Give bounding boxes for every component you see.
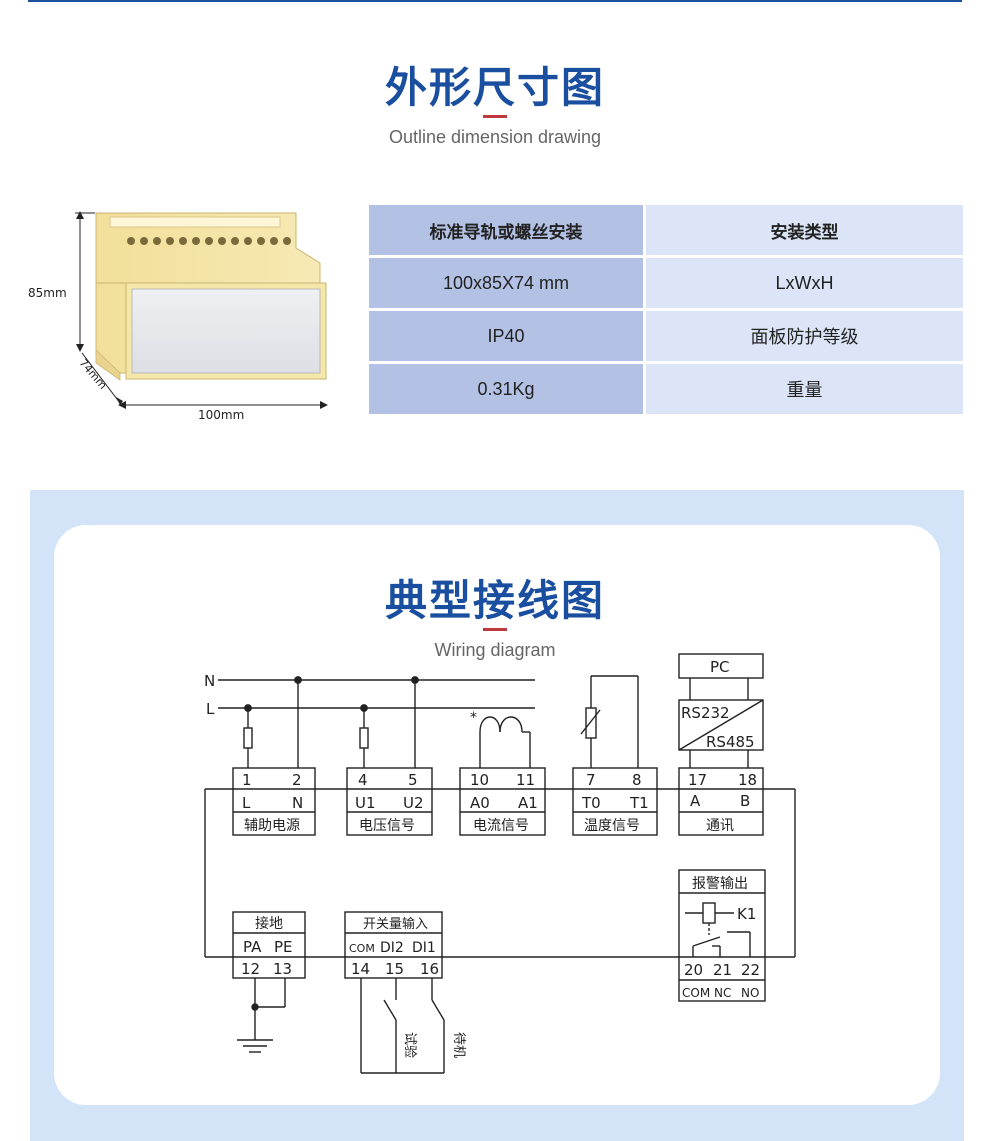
terminal-name: A1 [518,794,538,812]
outline-title: 外形尺寸图 [384,63,605,112]
outline-subtitle: Outline dimension drawing [388,127,602,147]
ct-polarity-mark: * [470,710,477,726]
standby-switch-label: 待机 [451,1032,466,1058]
spec-header-row: 标准导轨或螺丝安装 安装类型 [369,205,963,255]
terminal-name: DI1 [412,940,436,956]
terminal-number: 14 [351,960,370,978]
terminal-number: 17 [688,771,707,789]
spec-value: IP40 [369,311,643,361]
spec-row: IP40 面板防护等级 [369,311,963,361]
terminal-name: PE [274,938,293,956]
terminal-number: 21 [713,961,732,979]
terminal-number: 8 [632,771,642,789]
terminal-number: 5 [408,771,418,789]
dim-width: 100mm [198,408,244,422]
terminal-number: 16 [420,960,439,978]
terminal-number: 18 [738,771,757,789]
terminal-number: 4 [358,771,368,789]
group-label: 通讯 [706,818,734,834]
switch-input-label: 开关量输入 [363,916,428,932]
terminal-number: 15 [385,960,404,978]
terminal-name: L [242,794,251,812]
live-line-label: L [206,700,215,718]
terminal-name: A0 [470,794,490,812]
terminal-number: 2 [292,771,302,789]
terminal-name: DI2 [380,940,404,956]
spec-value: 0.31Kg [369,364,643,414]
ground-label: 接地 [255,915,283,932]
spec-header-col1: 标准导轨或螺丝安装 [369,205,643,255]
wiring-title: 典型接线图 [384,576,605,625]
terminal-name: B [740,792,750,810]
terminal-number: 12 [241,960,260,978]
pc-label: PC [710,658,730,676]
terminal-name: T1 [629,794,649,812]
title-accent-bar [483,115,507,118]
group-label: 温度信号 [584,818,640,834]
terminal-name: NC [714,986,731,1000]
spec-key: 重量 [646,364,963,414]
spec-key: LxWxH [646,258,963,308]
spec-value: 100x85X74 mm [369,258,643,308]
terminal-name: N [292,794,303,812]
group-label: 电压信号 [359,818,415,834]
terminal-name: U1 [355,794,376,812]
group-label: 辅助电源 [244,818,300,834]
spec-row: 100x85X74 mm LxWxH [369,258,963,308]
group-label: 电流信号 [473,818,529,834]
title-accent-bar [483,628,507,631]
wiring-subtitle: Wiring diagram [434,640,556,660]
rs485-label: RS485 [706,733,755,751]
test-switch-label: 试验 [402,1032,418,1058]
spec-key: 面板防护等级 [646,311,963,361]
terminal-number: 1 [242,771,252,789]
terminal-name: COM [349,942,375,955]
terminal-name: NO [741,986,759,1000]
alarm-output-label: 报警输出 [692,876,748,892]
device-outline-drawing: 85mm 74mm 100mm [28,211,328,422]
terminal-number: 13 [273,960,292,978]
spec-header-col2: 安装类型 [646,205,963,255]
terminal-name: T0 [581,794,601,812]
terminal-number: 11 [516,771,535,789]
spec-table: 标准导轨或螺丝安装 安装类型 100x85X74 mm LxWxH IP40 面… [369,205,963,414]
terminal-name: A [690,792,701,810]
terminal-name: U2 [403,794,424,812]
terminal-name: PA [243,938,262,956]
terminal-number: 7 [586,771,596,789]
dim-height: 85mm [28,286,67,300]
neutral-line-label: N [204,672,215,690]
rs232-label: RS232 [681,704,730,722]
relay-label: K1 [737,905,756,923]
top-divider [28,0,962,2]
terminal-number: 20 [684,961,703,979]
terminal-name: COM [682,986,710,1000]
terminal-screws [127,237,291,245]
terminal-number: 22 [741,961,760,979]
spec-row: 0.31Kg 重量 [369,364,963,414]
terminal-number: 10 [470,771,489,789]
